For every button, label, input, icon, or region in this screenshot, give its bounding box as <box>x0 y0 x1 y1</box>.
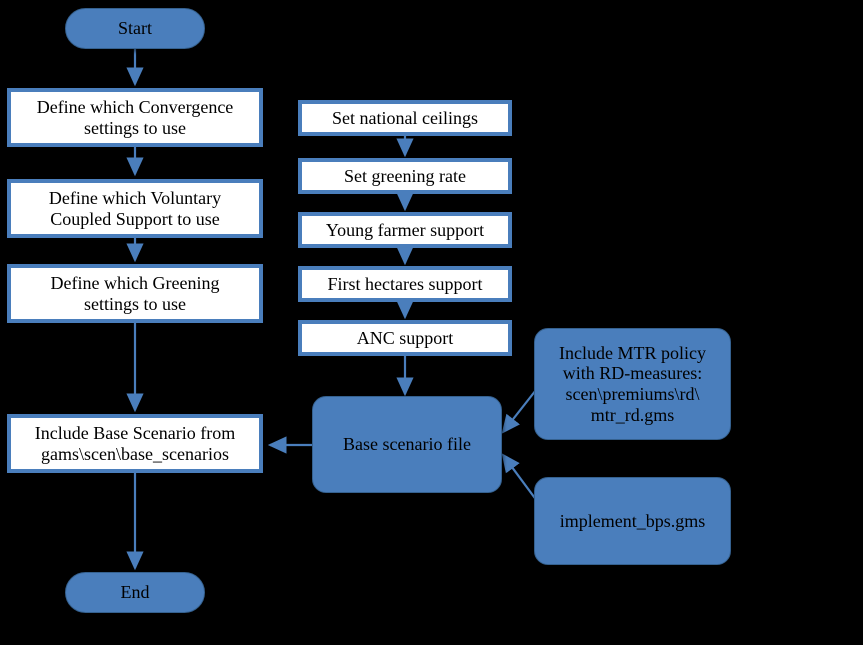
node-define-voluntary-coupled-support-label: Define which Voluntary Coupled Support t… <box>48 187 222 229</box>
node-define-greening-settings-label: Define which Greening settings to use <box>50 272 220 314</box>
node-start-label: Start <box>118 18 152 39</box>
node-set-greening-rate[interactable]: Set greening rate <box>298 158 512 194</box>
node-anc-support-label: ANC support <box>356 327 454 348</box>
node-end-label: End <box>120 582 150 603</box>
node-first-hectares-support-label: First hectares support <box>327 273 483 294</box>
node-base-scenario-file-label: Base scenario file <box>343 434 471 455</box>
node-define-voluntary-coupled-support[interactable]: Define which Voluntary Coupled Support t… <box>7 179 263 238</box>
node-set-national-ceilings[interactable]: Set national ceilings <box>298 100 512 136</box>
node-set-national-ceilings-label: Set national ceilings <box>332 107 478 128</box>
node-define-convergence[interactable]: Define which Convergence settings to use <box>7 88 263 147</box>
node-implement-bps-gms[interactable]: implement_bps.gms <box>534 477 731 565</box>
node-include-base-scenario-label: Include Base Scenario from gams\scen\bas… <box>34 422 236 464</box>
node-anc-support[interactable]: ANC support <box>298 320 512 356</box>
node-end[interactable]: End <box>65 572 205 613</box>
edge-mtr-to-base-file <box>501 389 537 434</box>
node-young-farmer-support[interactable]: Young farmer support <box>298 212 512 248</box>
node-young-farmer-support-label: Young farmer support <box>325 219 485 240</box>
node-include-base-scenario[interactable]: Include Base Scenario from gams\scen\bas… <box>7 414 263 473</box>
node-set-greening-rate-label: Set greening rate <box>344 165 466 186</box>
node-include-mtr-policy-label: Include MTR policy with RD-measures: sce… <box>559 342 706 425</box>
node-start[interactable]: Start <box>65 8 205 49</box>
node-define-convergence-label: Define which Convergence settings to use <box>36 96 234 138</box>
node-implement-bps-gms-label: implement_bps.gms <box>559 510 706 531</box>
node-base-scenario-file[interactable]: Base scenario file <box>312 396 502 493</box>
node-first-hectares-support[interactable]: First hectares support <box>298 266 512 302</box>
node-define-greening-settings[interactable]: Define which Greening settings to use <box>7 264 263 323</box>
node-include-mtr-policy[interactable]: Include MTR policy with RD-measures: sce… <box>534 328 731 440</box>
